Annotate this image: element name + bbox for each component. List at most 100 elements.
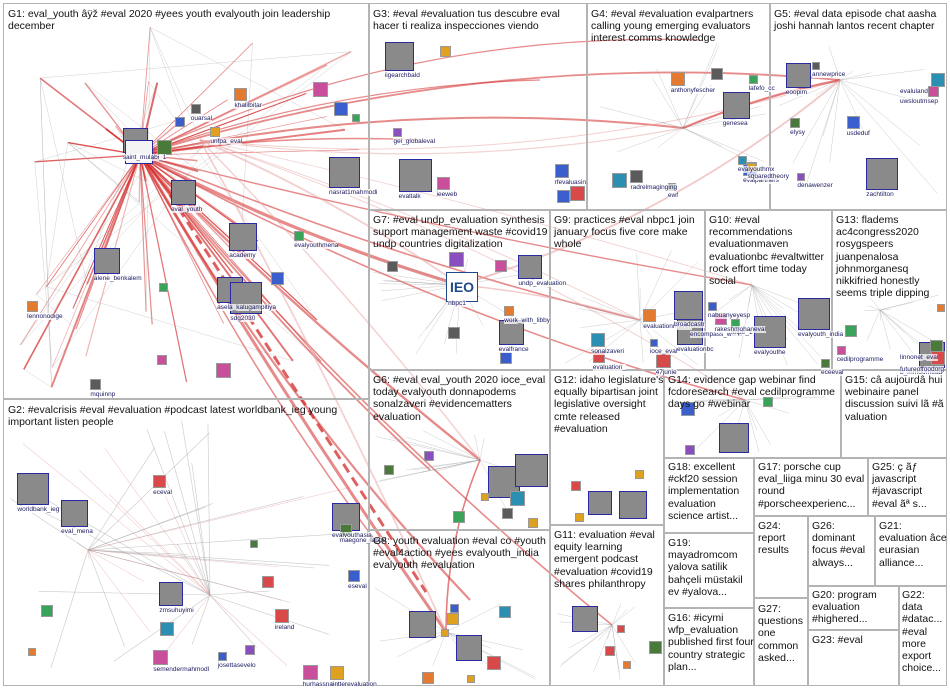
edge-local — [682, 42, 718, 129]
vertex-label: rakeshmohaneval — [714, 326, 766, 334]
edge-local — [405, 436, 481, 461]
vertex-node — [153, 474, 167, 488]
vertex-node — [515, 454, 548, 488]
vertex-node — [623, 661, 632, 670]
vertex-node — [234, 87, 248, 101]
vertex-node — [351, 113, 360, 122]
edge-local — [839, 69, 925, 81]
edge-g1 — [139, 42, 253, 156]
vertex-node — [93, 247, 120, 274]
edge-local — [617, 127, 684, 153]
edge-local — [422, 430, 481, 461]
edge-local — [879, 309, 921, 364]
edge-inter-group — [459, 79, 841, 286]
edge-g2 — [87, 549, 188, 555]
edge-inter-group — [139, 154, 613, 626]
edge-g1 — [36, 154, 141, 295]
vertex-label: elysy — [790, 129, 805, 137]
vertex-node — [294, 231, 305, 242]
vertex-node — [17, 472, 50, 505]
edge-local — [718, 399, 746, 417]
vertex-node — [649, 339, 658, 348]
vertex-label: eval_youth — [170, 205, 203, 213]
edge-g1 — [139, 99, 228, 156]
vertex-node — [455, 635, 482, 662]
vertex-label: genesea — [722, 120, 748, 128]
vertex-node — [424, 450, 435, 461]
vertex-label: maegone_lappo — [339, 537, 387, 545]
vertex-node — [570, 186, 585, 202]
vertex-node — [159, 581, 184, 606]
vertex-node — [836, 346, 846, 356]
edge-g2 — [50, 549, 89, 668]
vertex-label: unfpa_eval — [210, 138, 243, 146]
edge-g1-mesh — [23, 369, 52, 388]
edge-local — [639, 319, 644, 363]
vertex-label: saint_mulabi_1 — [122, 154, 167, 162]
edge-g1-mesh — [40, 51, 352, 79]
edge-g2 — [104, 448, 211, 596]
vertex-node — [384, 42, 414, 72]
edge-local — [578, 308, 641, 321]
vertex-node — [927, 86, 939, 98]
vertex-label: ouarsal — [190, 114, 213, 122]
edge-g1-mesh — [36, 64, 328, 295]
vertex-node — [27, 300, 39, 312]
vertex-node — [670, 72, 685, 87]
vertex-label: broadcastr — [674, 321, 705, 329]
vertex-label: eval_mena — [61, 528, 93, 536]
vertex-node — [158, 282, 168, 292]
vertex-node — [571, 481, 582, 492]
vertex-node — [28, 647, 37, 656]
edge-g1 — [139, 154, 153, 325]
vertex-label: gei_globaleval — [393, 137, 436, 145]
vertex-node — [244, 644, 255, 655]
edge-local — [568, 624, 613, 649]
edge-local — [725, 399, 746, 409]
edge-g1-mesh — [39, 78, 88, 285]
edge-local — [611, 609, 628, 626]
edge-local — [868, 305, 881, 311]
vertex-node — [557, 189, 571, 203]
edge-g1 — [34, 154, 141, 163]
vertex-node — [630, 169, 644, 183]
vertex-label: encompass_world — [690, 331, 743, 339]
edge-local — [744, 399, 760, 453]
edge-g2 — [38, 591, 211, 596]
edge-g1-mesh — [36, 294, 77, 330]
vertex-label: futureoffoodorg — [900, 366, 944, 374]
edge-local — [839, 79, 921, 146]
vertex-node — [156, 354, 167, 365]
vertex-label: eceeval — [821, 369, 844, 376]
edge-local — [751, 284, 800, 313]
edge-inter-group — [199, 127, 684, 155]
vertex-label: josettasevelo — [217, 662, 256, 670]
vertex-node — [175, 117, 185, 128]
vertex-node — [635, 469, 645, 479]
edge-local — [445, 631, 523, 651]
vertex-node — [422, 672, 435, 684]
edge-local — [879, 309, 905, 333]
vertex-node — [215, 362, 231, 378]
edge-g1-mesh — [39, 78, 52, 388]
edge-g1-mesh — [72, 82, 158, 309]
edge-g1-mesh — [46, 142, 69, 287]
vertex-label: evalyouthe — [754, 349, 786, 357]
vertex-node — [170, 179, 196, 205]
vertex-node — [387, 261, 399, 273]
edge-g2 — [87, 447, 155, 551]
vertex-label: evalyouthasia — [332, 531, 372, 539]
vertex-label: nasrat1mahmodi — [329, 189, 378, 197]
vertex-label: evalfrance — [498, 346, 529, 354]
vertex-node — [190, 103, 201, 114]
vertex-label: lennonodige — [27, 312, 63, 320]
edge-local — [839, 79, 914, 101]
edge-g1 — [139, 149, 360, 156]
vertex-node — [449, 251, 464, 267]
edge-local — [580, 319, 641, 328]
edge-g1-mesh — [84, 82, 199, 172]
edge-local — [656, 68, 684, 129]
vertex-node — [333, 102, 348, 117]
edge-dashed — [168, 194, 428, 593]
edge-g2 — [181, 420, 211, 596]
